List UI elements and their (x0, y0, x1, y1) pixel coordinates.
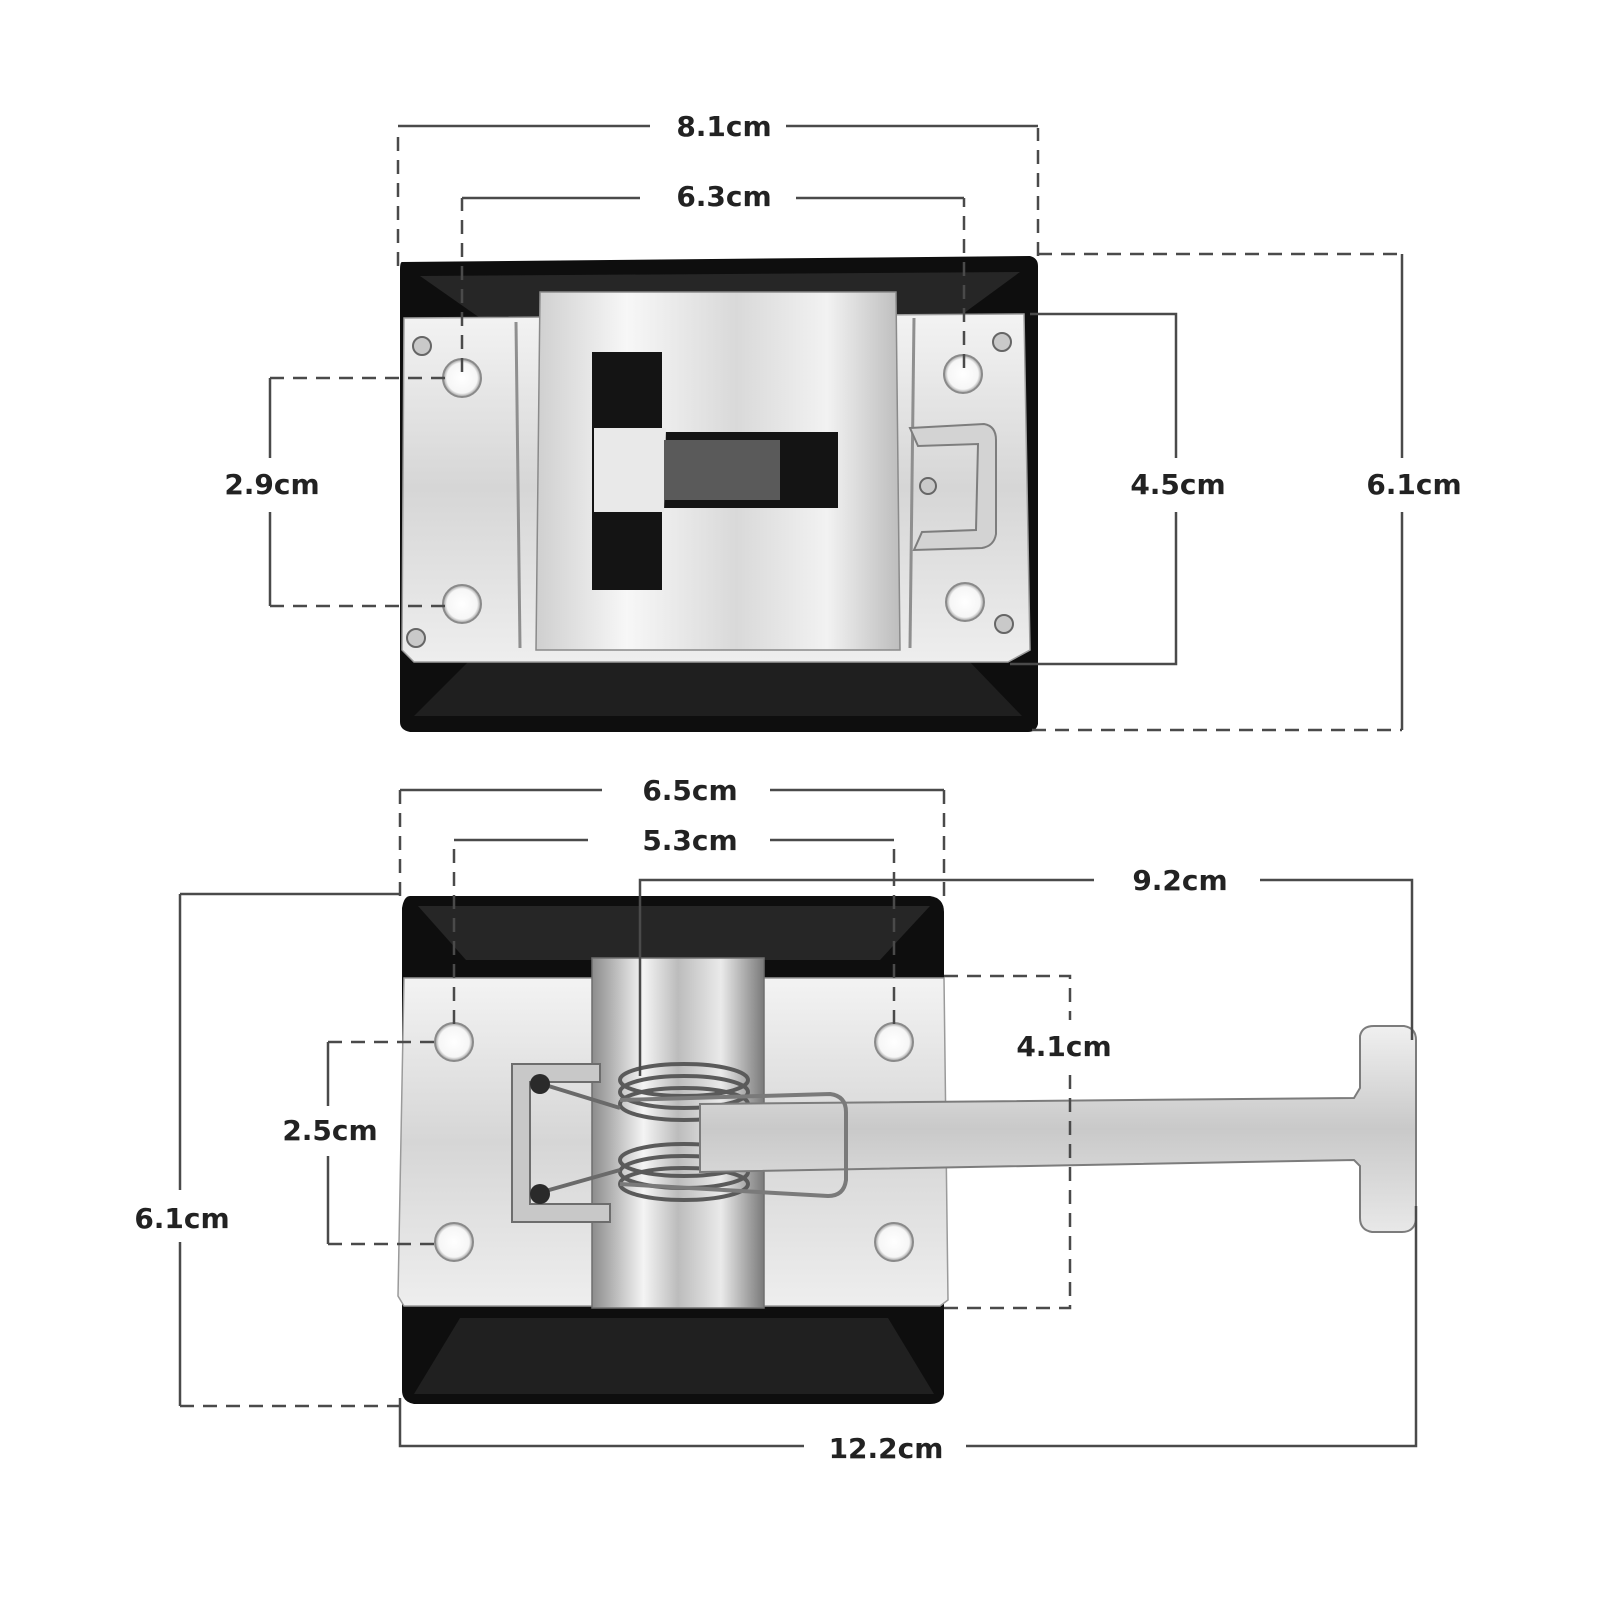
top-mount-hole-lower-right (945, 582, 985, 622)
bottom-spring-frame (511, 1063, 611, 1223)
bottom-dim-hole-spacing-height: 2.5cm (282, 1114, 377, 1147)
top-rivet (919, 477, 937, 495)
top-dim-hole-spacing-width: 6.3cm (676, 180, 771, 213)
bottom-wire-bail (619, 1091, 848, 1199)
bottom-mount-hole-upper-left (434, 1022, 474, 1062)
bottom-mount-hole-lower-right (874, 1222, 914, 1262)
top-dim-hole-spacing-height: 2.9cm (224, 468, 319, 501)
top-dim-plate-height: 4.5cm (1130, 468, 1225, 501)
bottom-dim-plate-height: 4.1cm (1016, 1030, 1111, 1063)
bottom-dimension-lines (178, 788, 1418, 1448)
bottom-base-bevel-lower (414, 1318, 934, 1394)
top-t-slot-tongue (664, 440, 780, 500)
top-dim-overall-height: 6.1cm (1366, 468, 1461, 501)
top-rivet (992, 332, 1012, 352)
top-plate-fold-right (908, 317, 916, 649)
bottom-upper-spring (618, 1062, 750, 1122)
bottom-dim-overall-height: 6.1cm (134, 1202, 229, 1235)
top-latch-keeper (400, 256, 1038, 732)
bottom-t-latch (397, 896, 1417, 1404)
top-mount-hole-lower-left (442, 584, 482, 624)
top-side-clip (908, 422, 997, 552)
bottom-spring-pin (530, 1184, 550, 1204)
bottom-dim-overall-length: 12.2cm (829, 1432, 944, 1465)
top-base-bevel-lower (414, 660, 1022, 716)
bottom-dim-hole-spacing-width: 5.3cm (642, 824, 737, 857)
bottom-spring-pin (530, 1074, 550, 1094)
bottom-mount-hole-lower-left (434, 1222, 474, 1262)
top-plate-fold-left (514, 321, 522, 649)
bottom-dim-arm-length: 9.2cm (1132, 864, 1227, 897)
top-dimension-lines (268, 124, 1404, 732)
bottom-base-bevel-upper (418, 906, 930, 960)
bottom-spring-wire (541, 1082, 621, 1194)
top-rivet (994, 614, 1014, 634)
top-t-slot-inner (594, 428, 666, 512)
top-rivet (412, 336, 432, 356)
top-dim-overall-width: 8.1cm (676, 110, 771, 143)
top-rivet (406, 628, 426, 648)
bottom-dim-base-width: 6.5cm (642, 774, 737, 807)
bottom-mount-hole-upper-right (874, 1022, 914, 1062)
